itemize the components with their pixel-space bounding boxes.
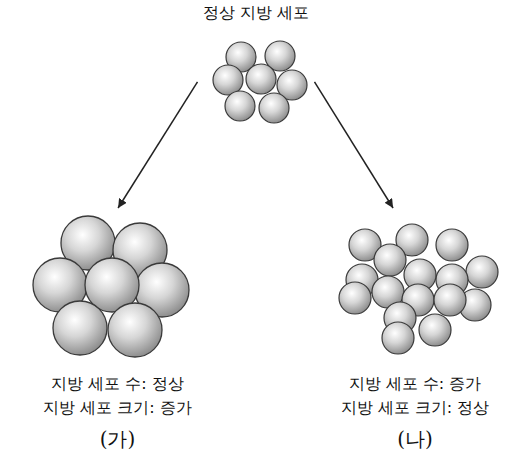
cell-description: 지방 세포 수: 정상: [51, 373, 184, 395]
normal-cell-group: 정상 지방 세포: [198, 2, 315, 132]
fat-cell: [419, 314, 451, 346]
cluster-heading: 정상 지방 세포: [203, 2, 309, 24]
fat-cell: [434, 284, 466, 316]
fat-cell: [436, 229, 468, 261]
cell-description: 지방 세포 크기: 정상: [341, 397, 490, 419]
cell-change-group: 지방 세포 수: 증가지방 세포 크기: 정상 (나): [325, 208, 505, 453]
normal-cell-cluster: [213, 41, 307, 123]
fat-cell: [339, 282, 371, 314]
change-arrow: [118, 82, 197, 208]
cell-change-group: 지방 세포 수: 정상지방 세포 크기: 증가 (가): [20, 208, 215, 453]
panel-label: (나): [397, 426, 433, 453]
fat-cell: [108, 303, 162, 357]
enlarged-cell-cluster: [33, 216, 189, 357]
fat-cell: [225, 91, 255, 121]
fat-cell: [374, 244, 406, 276]
cell-description: 지방 세포 크기: 증가: [43, 397, 192, 419]
cell-description: 지방 세포 수: 증가: [349, 373, 482, 395]
fat-cell: [246, 64, 276, 94]
fat-cell: [382, 322, 414, 354]
fat-cell: [259, 93, 289, 123]
change-arrow: [315, 82, 394, 208]
fat-cell: [53, 301, 107, 355]
increased-cell-cluster: [339, 224, 498, 354]
panel-label: (가): [100, 426, 136, 453]
fat-cell: [466, 256, 498, 288]
